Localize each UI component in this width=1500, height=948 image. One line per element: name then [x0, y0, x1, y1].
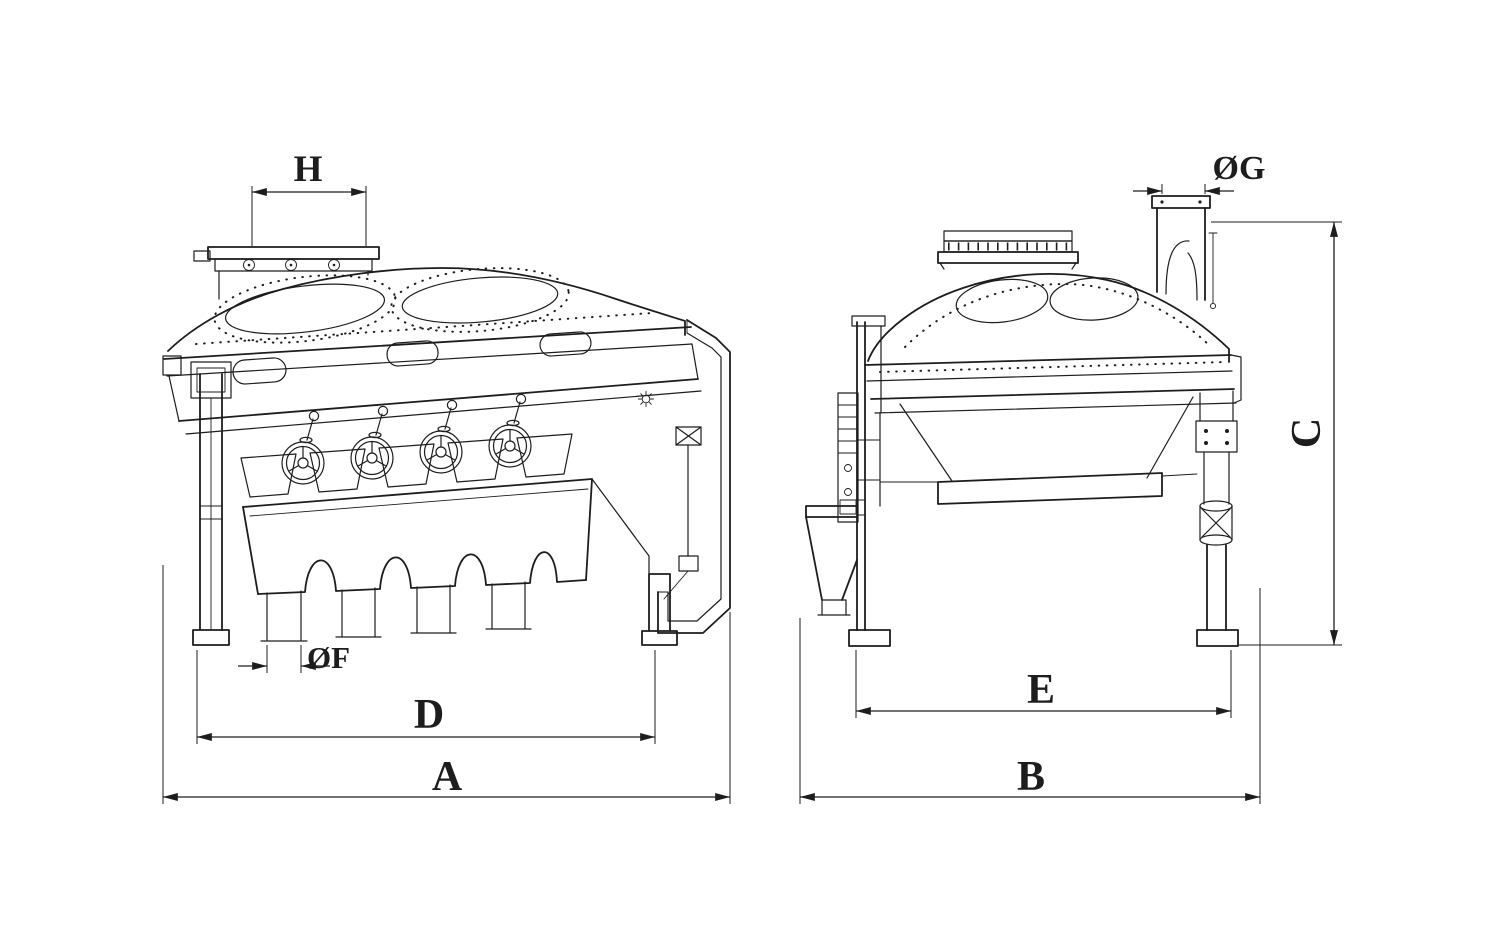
- side-view-left-leg: [190, 361, 232, 646]
- end-view: [805, 195, 1242, 647]
- end-view-inlet: [937, 230, 1079, 270]
- end-view-right-leg: [1195, 390, 1239, 647]
- handwheel-icon: [281, 410, 325, 485]
- dim-label-e: E: [1027, 667, 1055, 713]
- end-view-discharge-chute: [805, 505, 858, 616]
- side-view-right-column: [591, 319, 731, 646]
- dim-label-d: D: [414, 692, 444, 738]
- dimension-b: B: [799, 588, 1261, 804]
- dim-label-h: H: [294, 149, 323, 190]
- end-view-left-leg: [837, 315, 891, 647]
- end-view-funnel: [879, 396, 1198, 507]
- dimension-of: ØF: [238, 640, 350, 675]
- dimension-og: ØG: [1133, 150, 1266, 195]
- side-view-deck: [168, 343, 702, 435]
- dimension-c: C: [1211, 221, 1342, 646]
- dim-label-a: A: [432, 754, 463, 800]
- side-view-hood: [162, 267, 693, 385]
- dimension-e: E: [855, 650, 1232, 718]
- side-view: [162, 246, 731, 646]
- dimensions: H ØG ØF D A E: [162, 149, 1342, 804]
- dim-label-of: ØF: [307, 640, 350, 675]
- dimension-d: D: [196, 650, 656, 744]
- dim-label-og: ØG: [1213, 150, 1266, 187]
- dimension-h: H: [251, 149, 367, 246]
- dimension-a: A: [162, 565, 731, 804]
- side-view-hopper: [242, 478, 593, 642]
- side-view-inlet: [193, 246, 380, 300]
- dim-label-c: C: [1284, 418, 1330, 448]
- gear-icon: [638, 391, 654, 407]
- end-view-hood: [864, 273, 1242, 414]
- side-view-pockets: [240, 433, 573, 498]
- dim-label-b: B: [1017, 754, 1045, 800]
- end-view-outlet-pipe: [1151, 195, 1218, 310]
